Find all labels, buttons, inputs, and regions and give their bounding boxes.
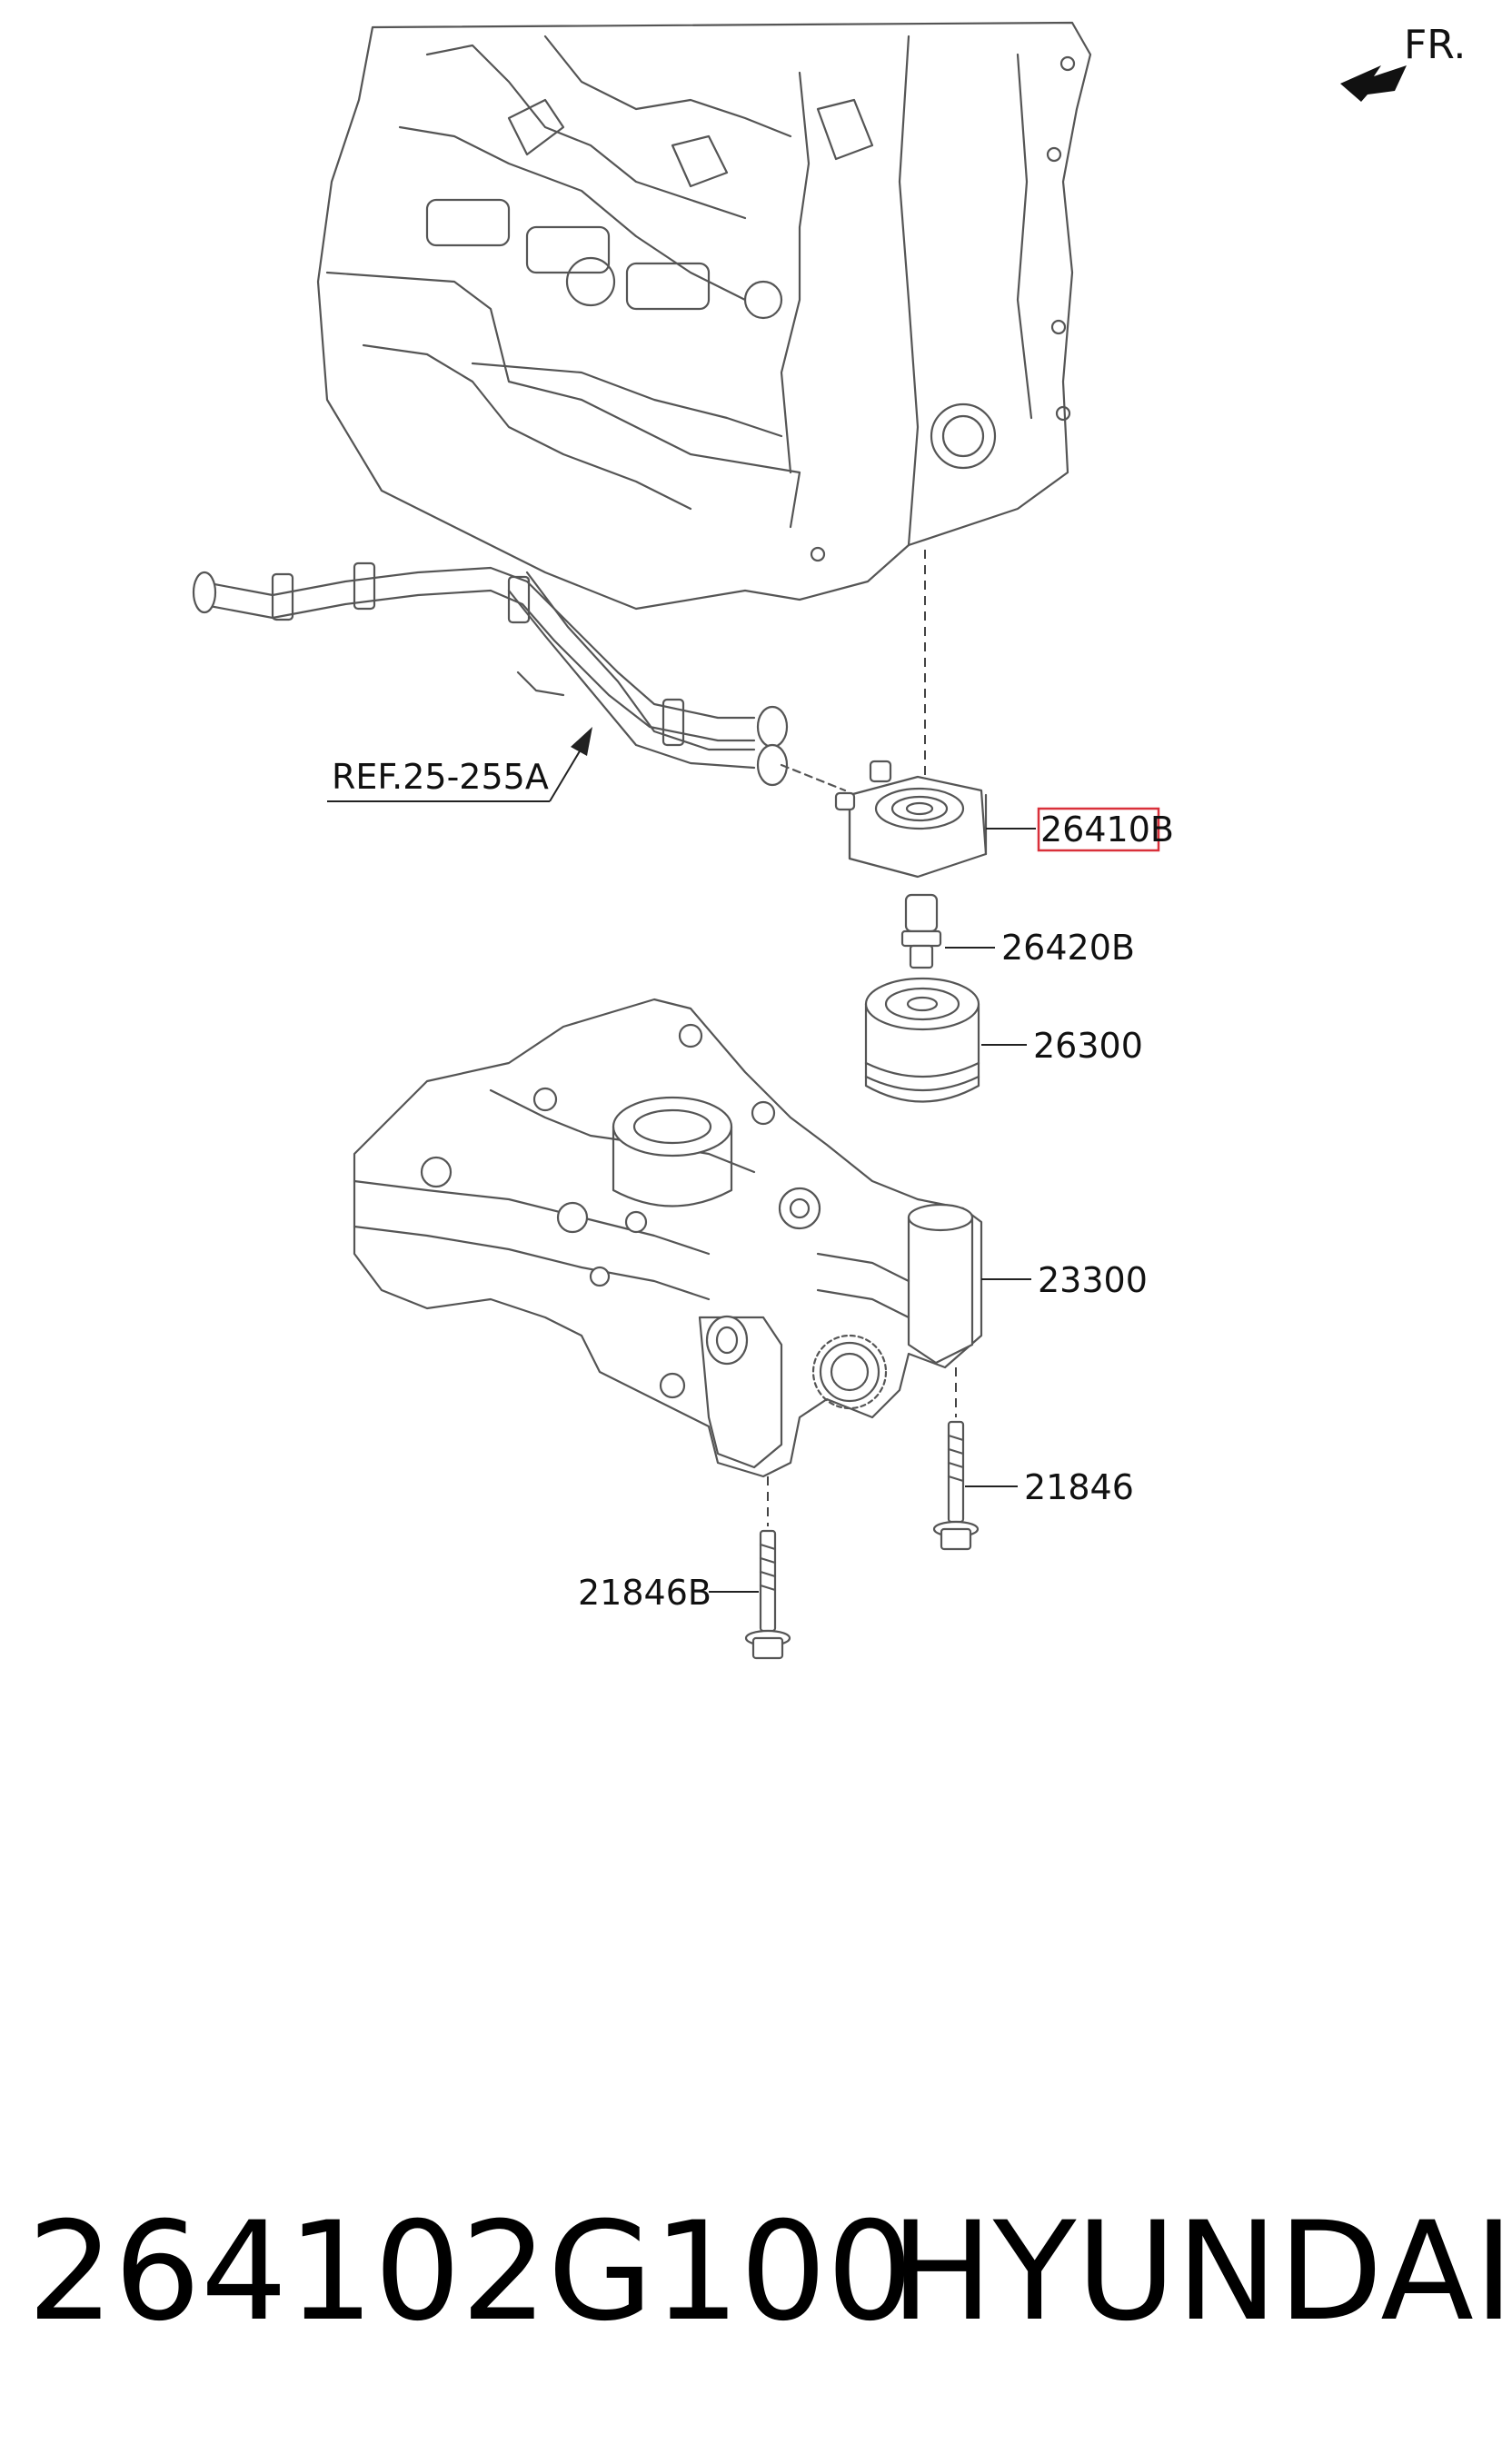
cooler-bolt (900, 893, 942, 969)
callout-oil-filter[interactable]: 26300 (1033, 1026, 1143, 1066)
callout-bolt-left[interactable]: 21846B (578, 1573, 711, 1613)
bolt-left (744, 1529, 791, 1660)
callout-oil-pump[interactable]: 23300 (1038, 1260, 1148, 1300)
direction-arrow-icon (1340, 65, 1407, 102)
bolt-right (932, 1420, 980, 1551)
direction-label: FR. (1404, 22, 1466, 68)
cooler-hoses (192, 561, 847, 792)
callout-highlight-box (1037, 807, 1160, 852)
engine-block (316, 21, 1092, 611)
reference-leader (327, 727, 592, 802)
callout-bolt-right[interactable]: 21846 (1024, 1467, 1134, 1507)
callout-oil-cooler[interactable]: 26410B (1040, 810, 1174, 849)
reference-label: REF.25-255A (332, 757, 549, 797)
footer-brand: HYUNDAI (890, 2193, 1502, 2351)
oil-filter (864, 977, 980, 1103)
callout-bolt[interactable]: 26420B (1001, 928, 1135, 968)
oil-cooler (834, 760, 988, 879)
oil-pump-module (353, 998, 983, 1478)
footer-part-number: 264102G100 (27, 2193, 913, 2351)
